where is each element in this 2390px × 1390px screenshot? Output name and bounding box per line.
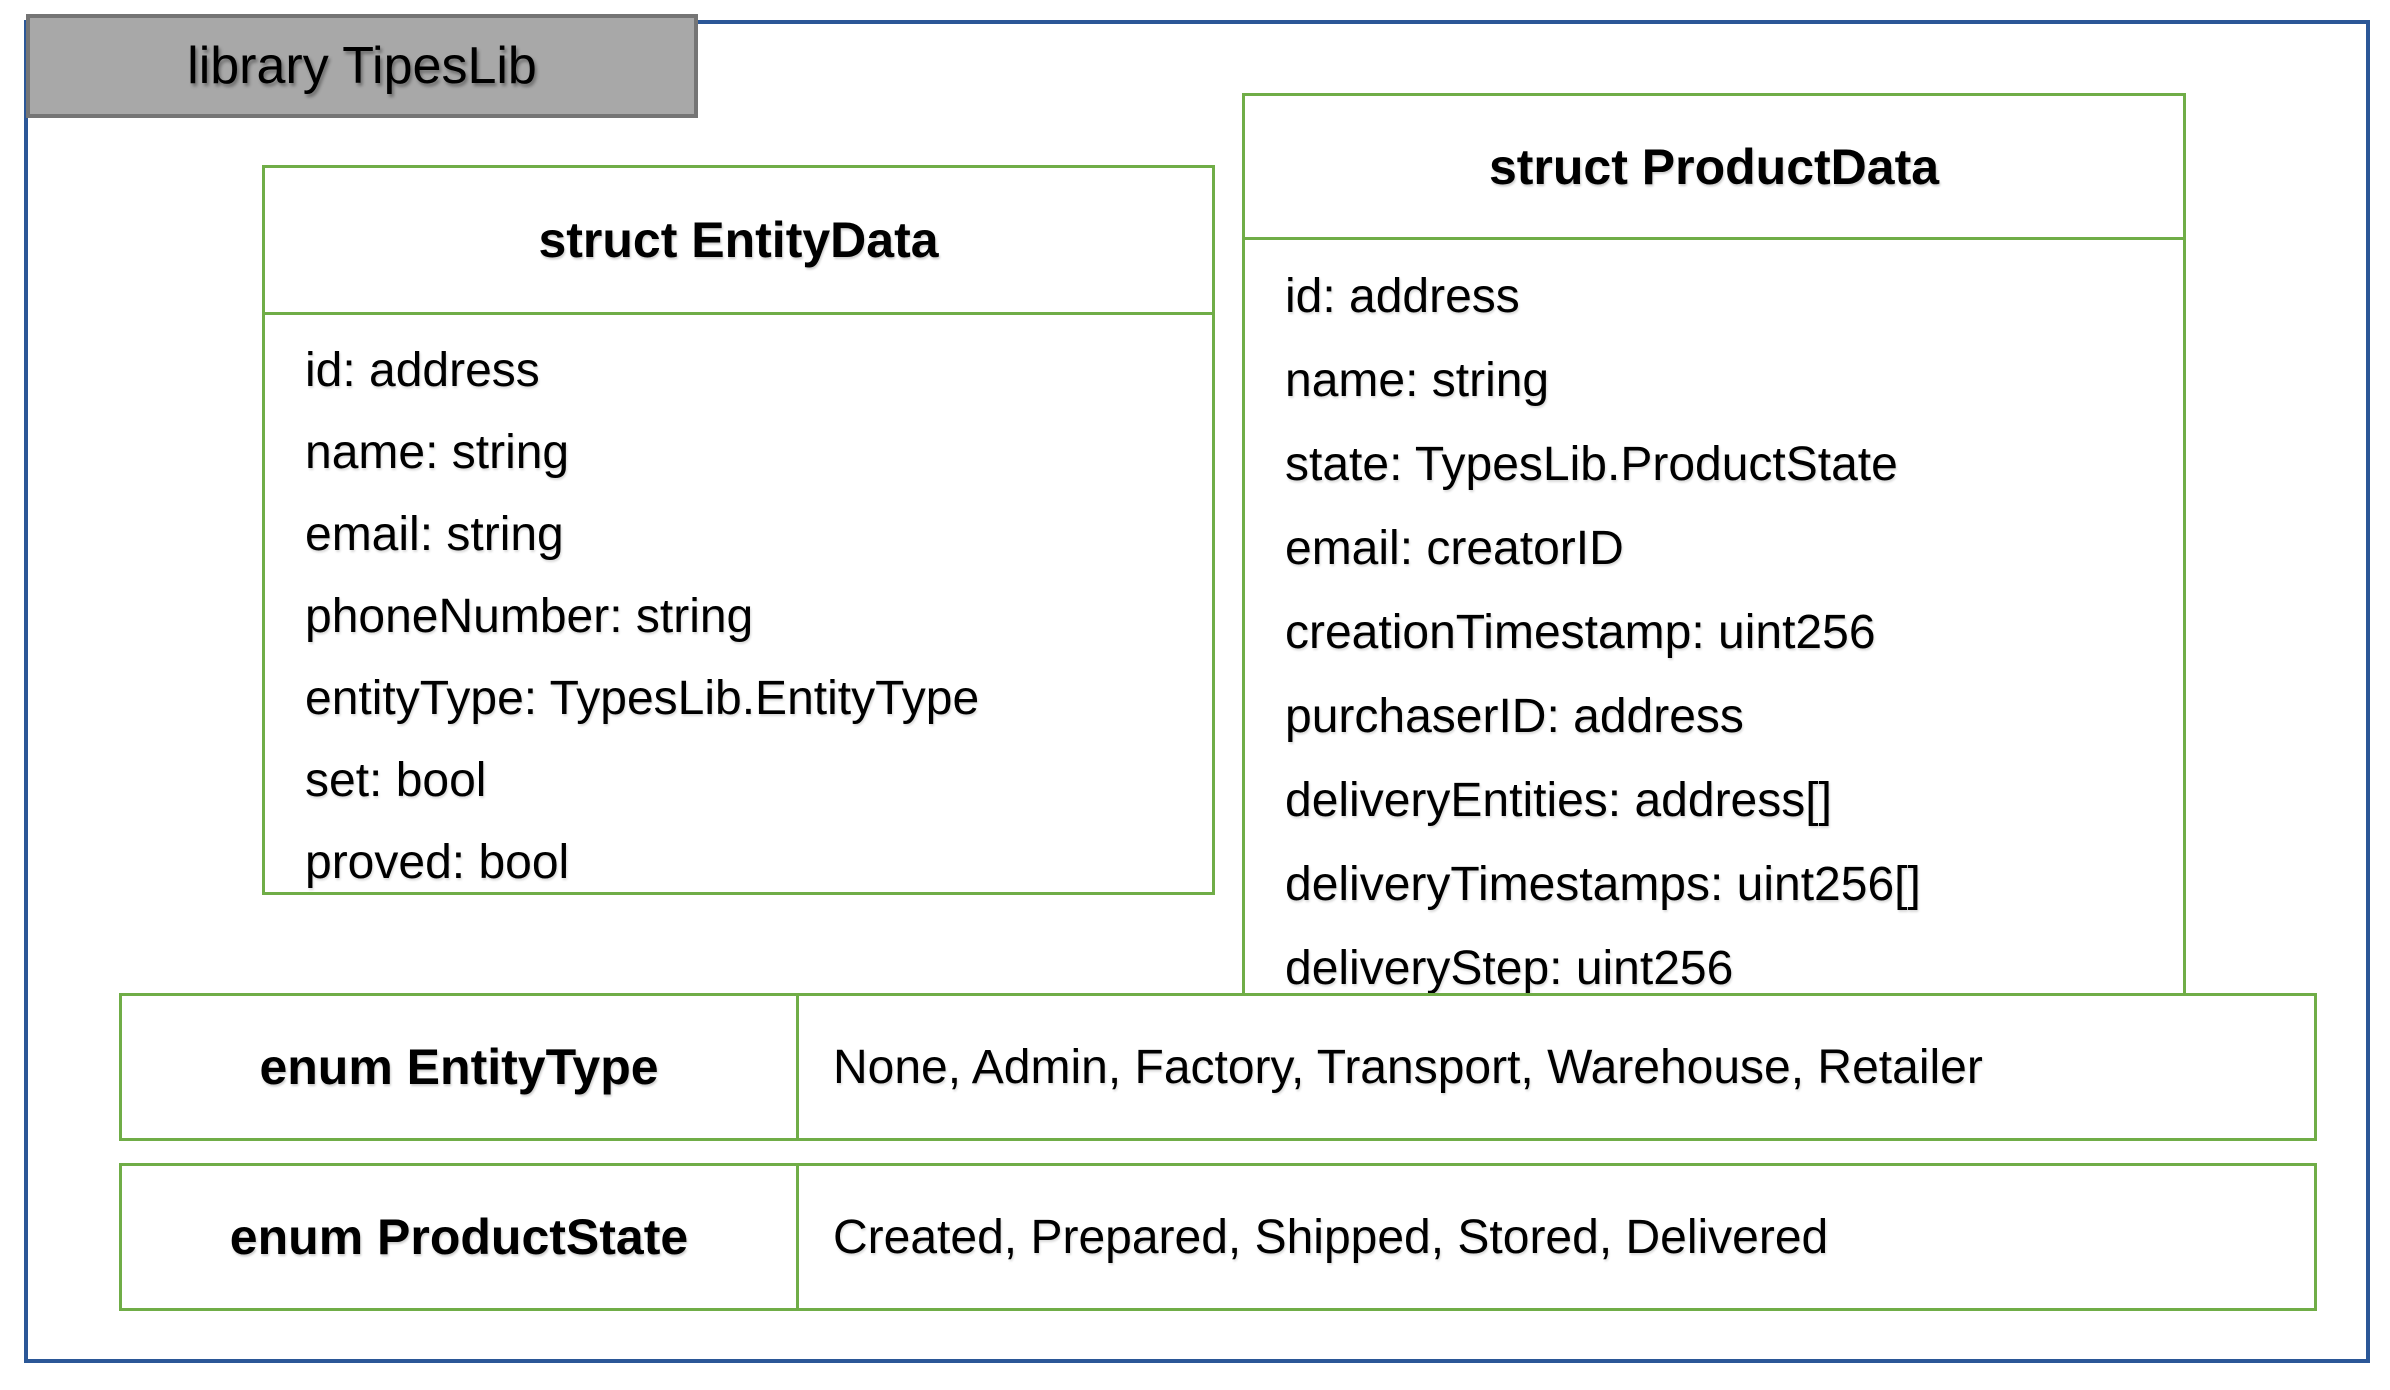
struct-field: set: bool [305, 753, 487, 807]
struct-field: name: string [1285, 353, 1550, 407]
library-outer-border [24, 20, 2370, 1363]
struct-field: deliveryTimestamps: uint256[] [1285, 857, 1921, 911]
struct-box-entitydata: struct EntityData id: address name: stri… [262, 165, 1215, 895]
struct-field: id: address [1285, 269, 1520, 323]
struct-field: deliveryStep: uint256 [1285, 941, 1734, 995]
struct-field: email: creatorID [1285, 521, 1624, 575]
struct-field: entityType: TypesLib.EntityType [305, 671, 980, 725]
struct-header-productdata: struct ProductData [1245, 96, 2183, 240]
struct-field: creationTimestamp: uint256 [1285, 605, 1876, 659]
struct-header-entitydata: struct EntityData [265, 168, 1212, 315]
struct-field: deliveryEntities: address[] [1285, 773, 1832, 827]
struct-box-productdata: struct ProductData id: address name: str… [1242, 93, 2186, 1001]
enum-values-productstate: Created, Prepared, Shipped, Stored, Deli… [833, 1210, 1829, 1264]
struct-fields-entitydata: id: address name: string email: string p… [265, 315, 1212, 903]
struct-field: purchaserID: address [1285, 689, 1744, 743]
struct-fields-productdata: id: address name: string state: TypesLib… [1245, 240, 2183, 1010]
struct-field: state: TypesLib.ProductState [1285, 437, 1898, 491]
enum-name-entitytype: enum EntityType [122, 996, 799, 1138]
enum-values-entitytype: None, Admin, Factory, Transport, Warehou… [833, 1040, 1983, 1094]
enum-row-entitytype: enum EntityType None, Admin, Factory, Tr… [119, 993, 2317, 1141]
struct-field: email: string [305, 507, 564, 561]
enum-name-productstate: enum ProductState [122, 1166, 799, 1308]
struct-field: name: string [305, 425, 570, 479]
struct-field: id: address [305, 343, 540, 397]
struct-field: phoneNumber: string [305, 589, 754, 643]
library-title-tab: library TipesLib [26, 14, 698, 118]
enum-row-productstate: enum ProductState Created, Prepared, Shi… [119, 1163, 2317, 1311]
library-title: library TipesLib [187, 37, 537, 95]
struct-field: proved: bool [305, 835, 570, 889]
